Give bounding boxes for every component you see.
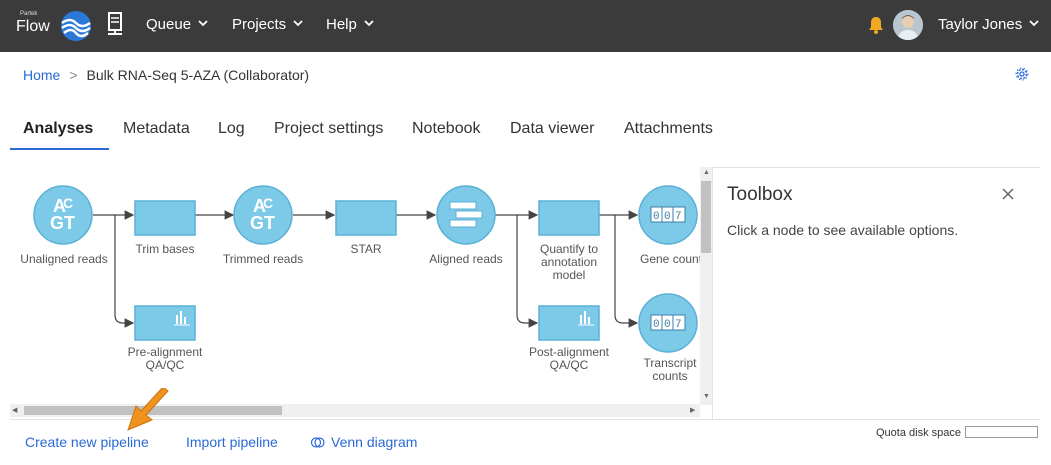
node-label-aligned-reads: Aligned reads (429, 252, 503, 266)
toolbox-panel: Toolbox Click a node to see available op… (712, 167, 1040, 420)
node-trimmed-reads[interactable]: A C G T (233, 185, 293, 245)
toolbox-title: Toolbox (727, 184, 793, 205)
node-star[interactable] (335, 200, 397, 236)
canvas-horizontal-scrollbar[interactable]: ◀ ▶ (10, 404, 700, 417)
canvas-vertical-scrollbar[interactable]: ▲ ▼ (700, 167, 712, 405)
tab-metadata[interactable]: Metadata (123, 120, 190, 137)
svg-text:C: C (63, 195, 73, 211)
orange-pointer-arrow-icon (127, 388, 169, 431)
server-queue-icon[interactable] (107, 12, 123, 36)
chevron-down-icon (364, 20, 374, 27)
chevron-down-icon (293, 20, 303, 27)
gear-icon[interactable] (1015, 67, 1029, 81)
nav-help-label: Help (326, 16, 357, 33)
node-transcript-counts[interactable]: 0 0 7 (638, 293, 698, 353)
breadcrumb-home-link[interactable]: Home (23, 67, 61, 83)
svg-text:G: G (50, 213, 64, 233)
scroll-left-arrow-icon[interactable]: ◀ (12, 407, 18, 414)
svg-text:0: 0 (653, 319, 660, 331)
chevron-down-icon (1029, 20, 1039, 27)
pipeline-connectors (93, 210, 639, 328)
logo-wave-icon (61, 11, 91, 41)
pipeline-graph: A C G T A C G T (33, 185, 698, 353)
scroll-right-arrow-icon[interactable]: ▶ (690, 407, 696, 414)
svg-text:T: T (264, 213, 275, 233)
chevron-down-icon (198, 20, 208, 27)
svg-text:0: 0 (653, 211, 660, 223)
nav-queue-menu[interactable]: Queue (146, 16, 208, 33)
import-pipeline-link[interactable]: Import pipeline (186, 434, 278, 450)
svg-text:C: C (263, 195, 273, 211)
logo-brand-small: Partek (20, 11, 38, 17)
nav-projects-menu[interactable]: Projects (232, 16, 303, 33)
node-quantify-to-annotation-model[interactable] (538, 200, 600, 236)
node-post-alignment-qaqc[interactable] (538, 305, 600, 341)
node-label-post-alignment-qaqc: Post-alignment QA/QC (528, 345, 610, 372)
close-icon[interactable] (1002, 188, 1014, 200)
tab-notebook[interactable]: Notebook (412, 120, 481, 137)
svg-text:A: A (53, 196, 66, 216)
top-navigation-bar: Partek Flow Queue Projects Help (0, 0, 1051, 52)
divider (10, 419, 1040, 420)
user-avatar[interactable] (893, 10, 923, 40)
svg-text:7: 7 (675, 211, 682, 223)
nav-queue-label: Queue (146, 16, 192, 33)
node-unaligned-reads[interactable]: A C G T (33, 185, 93, 245)
node-label-unaligned-reads: Unaligned reads (20, 252, 108, 266)
quota-disk-space-label: Quota disk space (876, 427, 961, 439)
horizontal-scroll-thumb[interactable] (24, 406, 282, 415)
active-tab-indicator (10, 148, 109, 150)
node-aligned-reads[interactable] (436, 185, 496, 245)
svg-text:7: 7 (675, 319, 682, 331)
svg-text:G: G (250, 213, 264, 233)
notification-bell-icon[interactable] (868, 16, 884, 34)
svg-text:0: 0 (664, 319, 671, 331)
tab-log[interactable]: Log (218, 120, 245, 137)
node-trim-bases[interactable] (134, 200, 196, 236)
tab-data-viewer[interactable]: Data viewer (510, 120, 595, 137)
breadcrumb-separator: > (69, 67, 78, 83)
node-label-pre-alignment-qaqc: Pre-alignment QA/QC (127, 345, 203, 372)
node-label-gene-count: Gene count (640, 252, 703, 266)
node-label-transcript-counts: Transcript counts (643, 356, 697, 383)
nav-help-menu[interactable]: Help (326, 16, 374, 33)
node-label-trimmed-reads: Trimmed reads (222, 252, 304, 266)
venn-diagram-link[interactable]: Venn diagram (310, 434, 417, 450)
breadcrumb-current-project: Bulk RNA-Seq 5-AZA (Collaborator) (86, 67, 310, 83)
tab-project-settings[interactable]: Project settings (274, 120, 384, 137)
quota-disk-space-bar (965, 426, 1038, 438)
svg-text:T: T (64, 213, 75, 233)
scroll-down-arrow-icon[interactable]: ▼ (703, 393, 710, 400)
partek-flow-logo[interactable]: Partek Flow (14, 9, 96, 43)
vertical-scroll-thumb[interactable] (701, 181, 711, 253)
tab-analyses[interactable]: Analyses (23, 120, 94, 137)
node-pre-alignment-qaqc[interactable] (134, 305, 196, 341)
toolbox-message: Click a node to see available options. (727, 222, 959, 238)
breadcrumb: Home > Bulk RNA-Seq 5-AZA (Collaborator) (23, 67, 309, 83)
tab-attachments[interactable]: Attachments (624, 120, 713, 137)
avatar-image (893, 10, 923, 40)
scroll-up-arrow-icon[interactable]: ▲ (703, 169, 710, 176)
logo-brand: Flow (16, 18, 50, 35)
node-label-quantify: Quantify to annotation model (539, 242, 599, 282)
user-name-label: Taylor Jones (938, 16, 1023, 33)
user-menu[interactable]: Taylor Jones (938, 16, 1039, 33)
nav-projects-label: Projects (232, 16, 287, 33)
node-label-star: STAR (350, 242, 382, 256)
venn-diagram-icon (310, 437, 325, 448)
pipeline-canvas[interactable]: A C G T A C G T (10, 167, 710, 420)
svg-text:0: 0 (664, 211, 671, 223)
venn-diagram-label: Venn diagram (331, 434, 418, 450)
svg-text:A: A (253, 196, 266, 216)
node-gene-count[interactable]: 0 0 7 (638, 185, 698, 245)
create-new-pipeline-link[interactable]: Create new pipeline (25, 434, 149, 450)
node-label-trim-bases: Trim bases (135, 242, 195, 256)
